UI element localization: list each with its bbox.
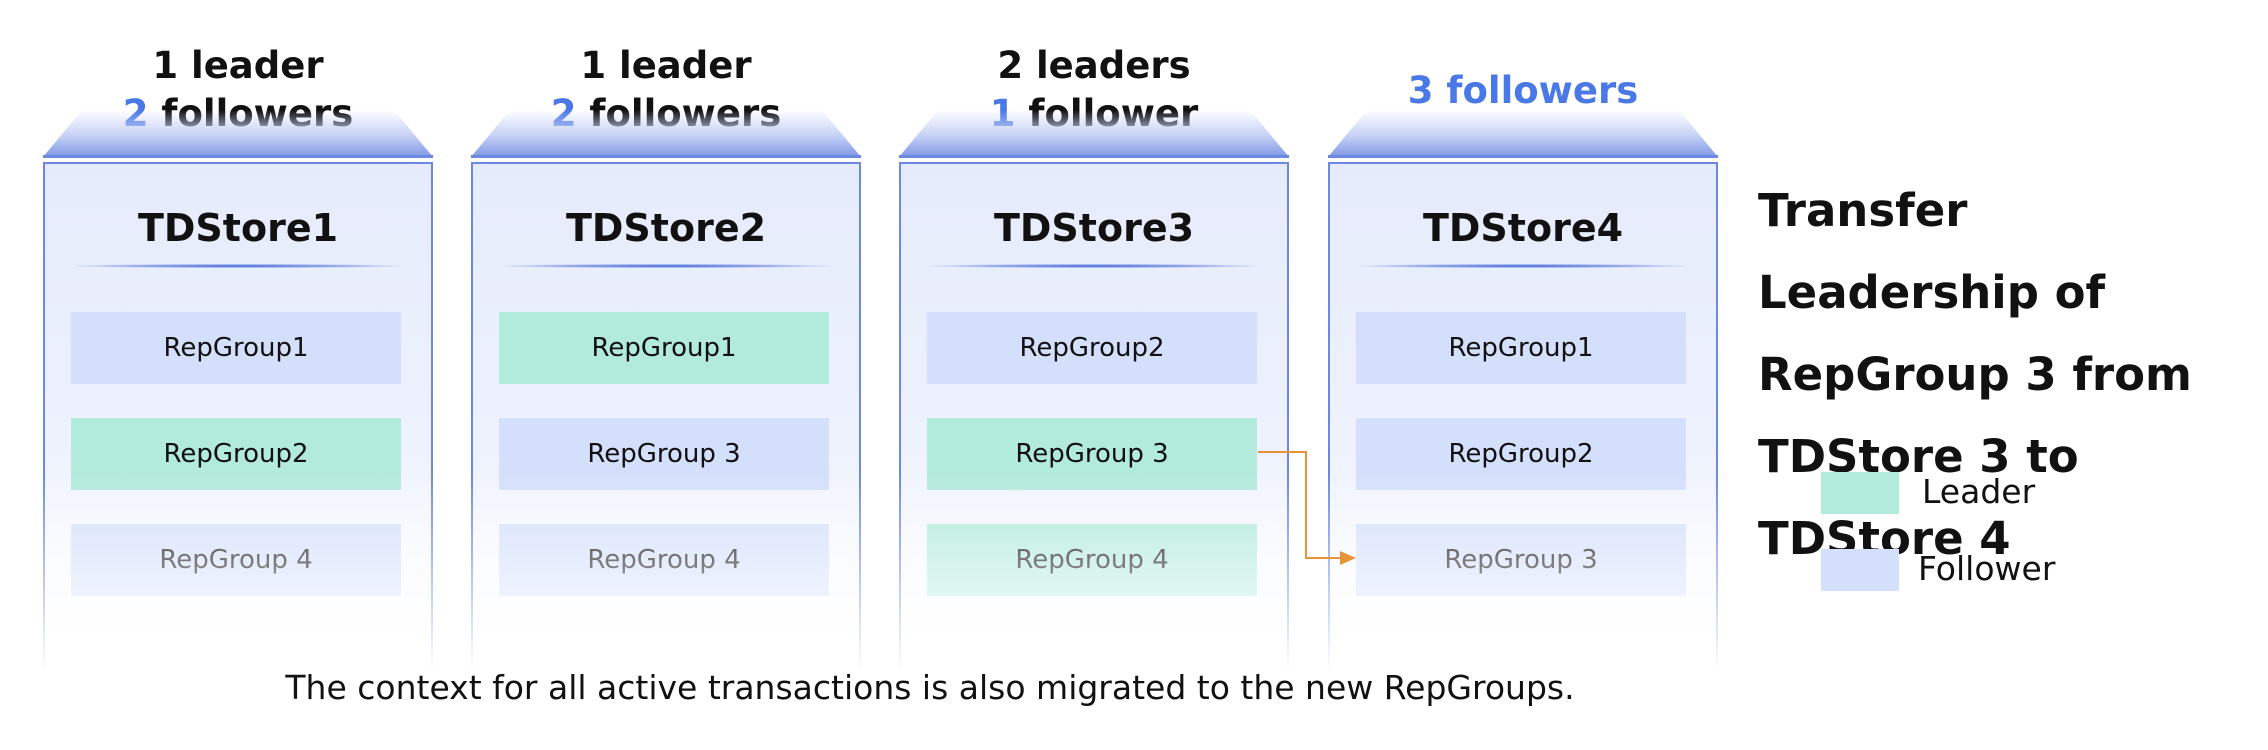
store-name-underline — [931, 264, 1257, 268]
store-roof-line — [471, 155, 861, 158]
store-name: TDStore1 — [137, 206, 339, 250]
store-roof — [899, 110, 1289, 157]
store-roof-line — [1328, 155, 1718, 158]
store-roof — [43, 110, 433, 157]
caption: The context for all active transactions … — [285, 668, 1575, 707]
repgroup-label: RepGroup2 — [1448, 439, 1594, 469]
repgroup-label: RepGroup1 — [1448, 333, 1594, 363]
store-name-underline — [75, 264, 401, 268]
arrow-head-icon — [1340, 551, 1356, 565]
transfer-arrow-line — [1258, 451, 1342, 559]
store-roof-line — [43, 155, 433, 158]
store-header: 3 followers — [1328, 67, 1718, 115]
store-name: TDStore2 — [565, 206, 767, 250]
title-line: Transfer Leadership of — [1758, 184, 2106, 319]
store-roof — [471, 110, 861, 157]
repgroup-box: RepGroup2 — [927, 312, 1257, 384]
legend-follower-swatch — [1821, 549, 1899, 591]
repgroup-label: RepGroup2 — [163, 439, 309, 469]
header-line-1: 1 leader — [152, 44, 324, 87]
repgroup-box: RepGroup1 — [1356, 312, 1686, 384]
header-line-1: 2 leaders — [997, 44, 1191, 87]
legend-follower-label: Follower — [1918, 549, 2056, 588]
title-line: RepGroup 3 from — [1758, 348, 2192, 401]
repgroup-label: RepGroup1 — [591, 333, 737, 363]
repgroup-box: RepGroup1 — [71, 312, 401, 384]
legend-leader-swatch — [1821, 472, 1899, 514]
store-name: TDStore4 — [1422, 206, 1624, 250]
store-name-underline — [1360, 264, 1686, 268]
store-name-underline — [503, 264, 829, 268]
diagram-title: Transfer Leadership of RepGroup 3 from T… — [1758, 170, 2258, 580]
store-roof — [1328, 110, 1718, 157]
header-line-1: 1 leader — [580, 44, 752, 87]
repgroup-box: RepGroup1 — [499, 312, 829, 384]
header-line-1: 3 followers — [1407, 69, 1639, 112]
legend-leader-label: Leader — [1922, 472, 2036, 511]
title-line: TDStore 3 to TDStore 4 — [1758, 430, 2079, 565]
repgroup-label: RepGroup1 — [163, 333, 309, 363]
store-name: TDStore3 — [993, 206, 1195, 250]
store-roof-line — [899, 155, 1289, 158]
repgroup-label: RepGroup 3 — [587, 439, 741, 469]
repgroup-label: RepGroup2 — [1019, 333, 1165, 363]
repgroup-label: RepGroup 3 — [1015, 439, 1169, 469]
